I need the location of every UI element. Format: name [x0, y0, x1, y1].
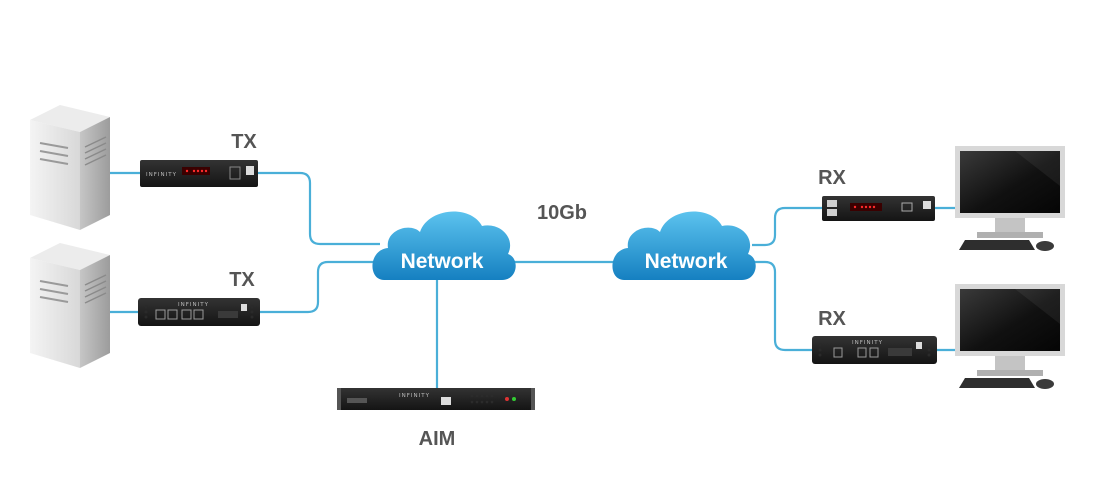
device-brand: INFINITY: [146, 172, 177, 178]
link-tx2-network-left: [260, 260, 380, 314]
link-network-right-rx2: [752, 260, 812, 352]
tx-device-bottom: INFINITY: [138, 298, 260, 326]
rx-device-bottom: INFINITY: [812, 336, 937, 364]
label-aim: AIM: [419, 428, 456, 450]
pc-tower-icon: [30, 243, 110, 368]
label-rx-bottom: RX: [818, 308, 846, 330]
device-brand: INFINITY: [399, 393, 430, 399]
label-tx-top: TX: [231, 131, 257, 153]
connection-lines: [110, 171, 962, 390]
device-brand: INFINITY: [852, 340, 883, 346]
network-label-right: Network: [645, 250, 728, 273]
monitor-icon: [955, 284, 1065, 389]
label-speed: 10Gb: [537, 202, 587, 224]
device-brand: INFINITY: [178, 302, 209, 308]
aim-device: INFINITY: [337, 388, 535, 410]
link-tx1-network-left: [258, 171, 380, 246]
link-network-right-rx1: [752, 206, 822, 247]
network-cloud-right: Network: [612, 211, 756, 280]
network-cloud-left: Network: [372, 211, 516, 280]
network-label-left: Network: [401, 250, 484, 273]
label-rx-top: RX: [818, 167, 846, 189]
rx-device-top: [822, 196, 935, 221]
monitor-icon: [955, 146, 1065, 251]
pc-tower-icon: [30, 105, 110, 230]
tx-device-top: INFINITY: [140, 160, 258, 187]
label-tx-bottom: TX: [229, 269, 255, 291]
